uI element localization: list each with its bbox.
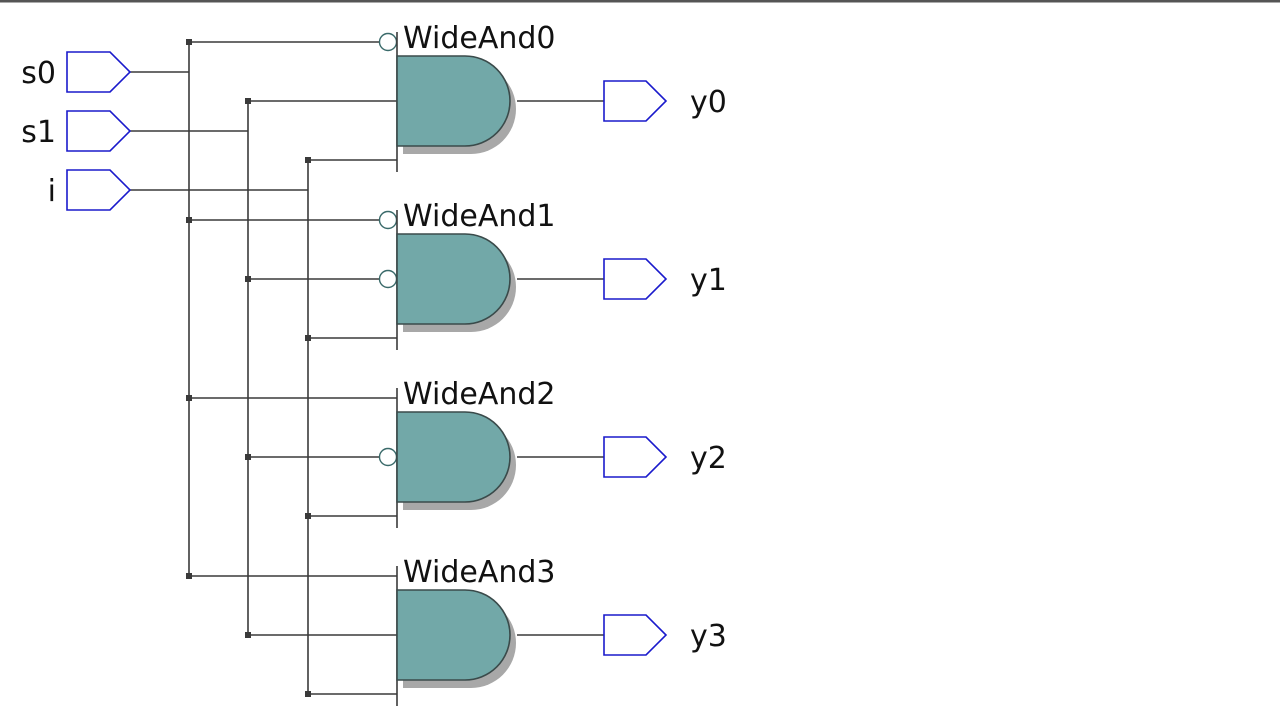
junction-dot [245,98,251,104]
junction-dot [186,395,192,401]
gate-label: WideAnd3 [403,555,556,590]
input-port-s1: s1 [21,110,132,152]
input-pin-shape [66,51,132,93]
gate-WideAnd3: WideAnd3 [396,555,556,706]
junction-dot [305,691,311,697]
output-pin-shape [603,436,668,478]
output-ports: y0 y1 y2 y3 [603,80,727,656]
input-pin-shape [66,110,132,152]
junction-dot [186,39,192,45]
gate-label: WideAnd0 [403,21,556,56]
output-port-y0: y0 [603,80,727,122]
output-port-y2: y2 [603,436,727,478]
junction-dot [245,454,251,460]
and-gate-body [396,233,511,325]
output-label: y0 [690,85,727,120]
junction-dot [305,157,311,163]
junction-dot [305,513,311,519]
inverter-bubble [378,210,398,230]
gate-WideAnd2: WideAnd2 [378,377,556,528]
gate-label: WideAnd1 [403,199,556,234]
junction-dot [305,335,311,341]
inverter-bubble [378,269,398,289]
gate-WideAnd0: WideAnd0 [378,21,556,172]
junction-dot [186,217,192,223]
output-pin-shape [603,80,668,122]
output-port-y1: y1 [603,258,727,300]
input-port-i: i [48,169,132,211]
input-label: s0 [21,56,56,91]
output-port-y3: y3 [603,614,727,656]
input-label: i [48,174,56,209]
input-port-s0: s0 [21,51,132,93]
inverter-bubble [378,32,398,52]
and-gate-body [396,411,511,503]
output-label: y1 [690,263,727,298]
input-ports: s0 s1 i [21,51,132,211]
junction-dot [245,632,251,638]
output-label: y3 [690,619,727,654]
junction-dot [186,573,192,579]
input-label: s1 [21,115,56,150]
output-pin-shape [603,258,668,300]
and-gate-body [396,589,511,681]
and-gate-body [396,55,511,147]
gate-WideAnd1: WideAnd1 [378,199,556,350]
wires [130,39,604,697]
input-pin-shape [66,169,132,211]
inverter-bubble [378,447,398,467]
junction-dot [245,276,251,282]
gate-label: WideAnd2 [403,377,556,412]
output-pin-shape [603,614,668,656]
output-label: y2 [690,441,727,476]
